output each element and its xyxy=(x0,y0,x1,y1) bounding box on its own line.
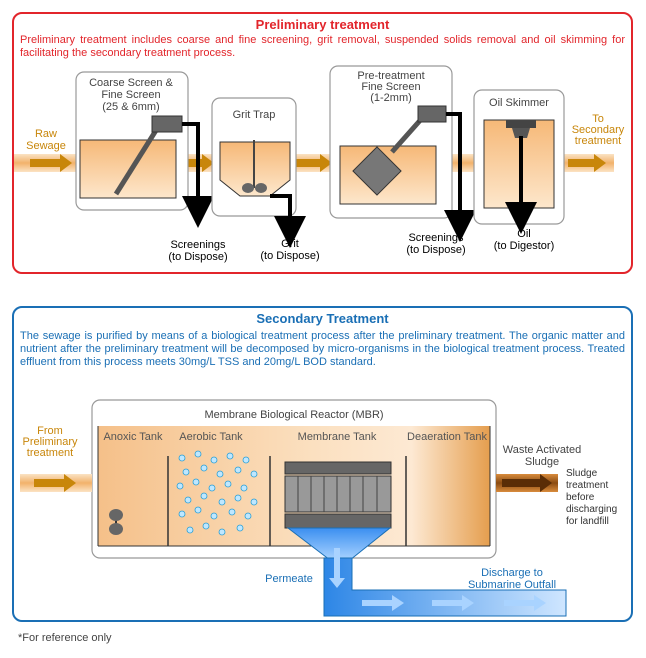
secondary-panel: Secondary Treatment The sewage is purifi… xyxy=(12,306,633,622)
grit-label-1: Grit xyxy=(281,238,299,250)
footnote: *For reference only xyxy=(18,632,112,644)
pretreatment-label-3: (1-2mm) xyxy=(370,92,412,104)
secondary-title: Secondary Treatment xyxy=(256,311,389,326)
screenings1-label-1: Screenings xyxy=(170,239,226,251)
coarse-screen-label-2: Fine Screen xyxy=(101,89,160,101)
grit-trap-label: Grit Trap xyxy=(233,109,276,121)
to-secondary-label-3: treatment xyxy=(575,135,621,147)
oil-label-1: Oil xyxy=(517,228,530,240)
coarse-screen-label-3: (25 & 6mm) xyxy=(102,101,159,113)
pretreatment-screen-unit xyxy=(329,65,476,242)
grit-label-2: (to Dispose) xyxy=(260,250,319,262)
raw-sewage-label-2: Sewage xyxy=(26,140,66,152)
coarse-screen-label-1: Coarse Screen & xyxy=(89,77,173,89)
oil-skimmer-unit xyxy=(473,89,565,234)
preliminary-title: Preliminary treatment xyxy=(255,17,390,32)
secondary-description: The sewage is purified by means of a bio… xyxy=(20,330,625,368)
to-secondary-label-1: To xyxy=(592,113,604,125)
coarse-screen-unit xyxy=(75,71,214,228)
preliminary-diagram: Coarse Screen & Fine Screen (25 & 6mm) G… xyxy=(14,65,625,263)
oil-skimmer-label: Oil Skimmer xyxy=(489,97,549,109)
raw-sewage-label-1: Raw xyxy=(35,128,57,140)
screenings1-label-2: (to Dispose) xyxy=(168,251,227,263)
pretreatment-label-1: Pre-treatment xyxy=(357,70,424,82)
pretreatment-label-2: Fine Screen xyxy=(361,81,420,93)
grit-trap-unit xyxy=(211,97,306,248)
preliminary-description: Preliminary treatment includes coarse an… xyxy=(20,34,625,59)
to-secondary-label-2: Secondary xyxy=(572,124,625,136)
screenings2-label-1: Screenings xyxy=(408,232,464,244)
oil-label-2: (to Digestor) xyxy=(494,240,555,252)
screenings2-label-2: (to Dispose) xyxy=(406,244,465,256)
flow-arrows xyxy=(30,154,606,172)
